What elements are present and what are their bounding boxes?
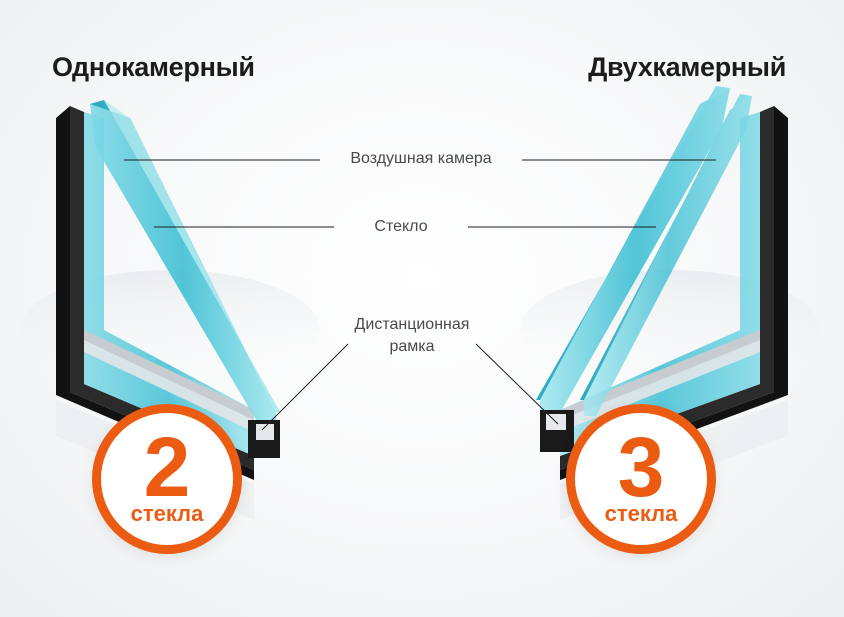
leader-spacer-right [475, 343, 559, 425]
left-front-pane [90, 104, 276, 430]
left-spacer-face [84, 340, 254, 432]
left-front-pane-highlight [104, 100, 280, 412]
leader-lines [124, 159, 716, 431]
spacer-label-line2: рамка [389, 338, 435, 355]
leader-spacer-left [261, 343, 349, 431]
air-chamber-label: Воздушная камера [350, 150, 492, 167]
left-corner-spacer [256, 424, 274, 440]
right-spacer [560, 330, 760, 420]
right-front-pane [540, 88, 730, 420]
two-glass-word: стекла [130, 501, 204, 526]
single-chamber-title: Однокамерный [52, 52, 255, 82]
right-front-pane-edge [536, 86, 730, 400]
right-middle-pane-edge [580, 94, 752, 400]
two-glass-badge: 2 стекла [92, 404, 242, 554]
glass-label: Стекло [374, 218, 428, 235]
two-glass-number: 2 [143, 420, 191, 514]
double-chamber-unit [520, 86, 820, 520]
three-glass-badge: 3 стекла [566, 404, 716, 554]
double-chamber-title: Двухкамерный [588, 52, 786, 82]
spacer-label-line1: Дистанционная [354, 316, 470, 333]
three-glass-word: стекла [604, 501, 678, 526]
three-glass-number: 3 [617, 420, 665, 514]
left-spacer [84, 330, 254, 420]
right-middle-pane [584, 96, 752, 416]
right-spacer-face [560, 340, 760, 432]
spacer-label: Дистанционная рамка [330, 314, 494, 358]
